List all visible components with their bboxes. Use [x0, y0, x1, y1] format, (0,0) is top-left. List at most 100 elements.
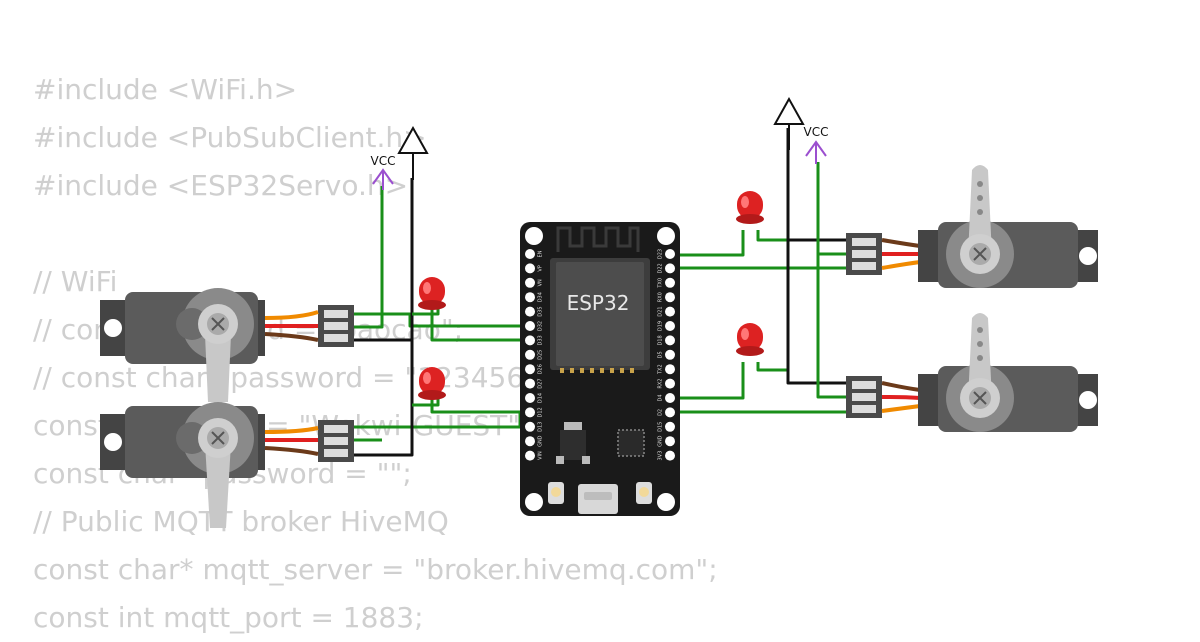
- wire-left-led2-gnd: [412, 398, 440, 407]
- pin-label-right-d5: D5: [658, 351, 664, 358]
- pin-hole-right-rx0[interactable]: [665, 292, 675, 303]
- vcc-label-left: VCC: [371, 154, 396, 168]
- pin-hole-left-vp[interactable]: [525, 263, 535, 274]
- pin-hole-right-d4[interactable]: [665, 393, 675, 403]
- servo-leads: [264, 238, 921, 456]
- servo-left-bottom[interactable]: [100, 402, 265, 528]
- led-left-top[interactable]: [418, 277, 446, 310]
- servo-left-top[interactable]: [100, 288, 265, 402]
- wire-right-led1: [670, 230, 745, 257]
- pin-hole-right-tx0[interactable]: [665, 277, 675, 288]
- pin-hole-right-d5[interactable]: [665, 349, 675, 360]
- code-line: const int mqtt_port = 1883;: [33, 601, 424, 634]
- pin-hole-right-d23[interactable]: [665, 249, 675, 259]
- code-line: #include <PubSubClient.h>: [33, 121, 427, 154]
- wire-right-servo2-vcc: [816, 254, 848, 399]
- pin-hole-right-d2[interactable]: [665, 407, 675, 418]
- pin-label-right-3v3: 3V3: [658, 451, 664, 461]
- pin-label-left-gnd: GND: [538, 435, 544, 447]
- vcc-label-right: VCC: [804, 125, 829, 139]
- pin-hole-left-d25[interactable]: [525, 349, 535, 360]
- pin-hole-right-d18[interactable]: [665, 335, 675, 346]
- pin-hole-left-vin[interactable]: [525, 450, 535, 461]
- right-pin-header: D23D22TX0RX0D21D19D18D5TX2RX2D4D2D15GND3…: [658, 249, 675, 461]
- power-symbol-left-gnd: [397, 125, 429, 180]
- pin-hole-left-d35[interactable]: [525, 306, 535, 317]
- servo-right-top[interactable]: [918, 165, 1098, 288]
- pin-hole-left-vn[interactable]: [525, 277, 535, 288]
- pin-label-left-d33: D33: [538, 335, 544, 345]
- pin-label-right-d15: D15: [658, 422, 664, 432]
- board-label: ESP32: [567, 291, 630, 315]
- wire-left-led1: [430, 306, 530, 342]
- pin-hole-right-d19[interactable]: [665, 321, 675, 331]
- code-line: #include <ESP32Servo.h>: [33, 169, 409, 202]
- pin-hole-left-en[interactable]: [525, 249, 535, 259]
- wire-right-led2-gnd: [756, 362, 788, 372]
- pin-hole-right-d15[interactable]: [665, 421, 675, 432]
- pin-label-right-d21: D21: [658, 306, 664, 316]
- pin-hole-left-d14[interactable]: [525, 393, 535, 403]
- pin-label-left-vp: VP: [538, 265, 544, 271]
- wire-right-led2: [670, 362, 745, 400]
- pin-label-left-d25: D25: [538, 350, 544, 360]
- pin-hole-right-d22[interactable]: [665, 263, 675, 274]
- code-line: // WiFi: [33, 265, 118, 298]
- connector-left-bottom: [318, 420, 354, 462]
- pin-label-left-d32: D32: [538, 321, 544, 331]
- pin-label-left-d35: D35: [538, 306, 544, 316]
- servo-right-bottom[interactable]: [918, 313, 1098, 432]
- pin-label-left-d12: D12: [538, 407, 544, 417]
- pin-label-right-rx0: RX0: [658, 292, 664, 302]
- wire-left-servo1-signal: [350, 312, 530, 328]
- pin-label-right-tx0: TX0: [658, 278, 664, 289]
- pin-hole-left-d13[interactable]: [525, 421, 535, 432]
- left-pin-header: ENVPVND34D35D32D33D25D26D27D14D12D13GNDV…: [525, 249, 544, 461]
- pin-hole-left-d33[interactable]: [525, 335, 535, 346]
- pin-hole-left-d32[interactable]: [525, 321, 535, 331]
- wire-left-servo2-gnd: [350, 340, 414, 457]
- esp32-board[interactable]: ESP32 ENVPVND34D35D32D33D25D26D27D14D12D…: [520, 222, 680, 516]
- pin-label-left-d14: D14: [538, 393, 544, 403]
- pin-hole-left-d12[interactable]: [525, 407, 535, 418]
- led-right-top[interactable]: [736, 191, 764, 224]
- pin-label-right-d19: D19: [658, 321, 664, 331]
- connector-right-top: [846, 233, 882, 275]
- wire-right-servo2-gnd: [786, 240, 848, 385]
- pin-hole-right-3v3[interactable]: [665, 450, 675, 461]
- wire-left-servo1-vcc: [350, 186, 384, 329]
- pin-hole-left-gnd[interactable]: [525, 436, 535, 447]
- pin-hole-left-d34[interactable]: [525, 292, 535, 303]
- pin-label-left-d13: D13: [538, 422, 544, 432]
- pin-hole-right-d21[interactable]: [665, 306, 675, 317]
- pin-label-left-en: EN: [538, 250, 544, 257]
- pin-label-left-d26: D26: [538, 364, 544, 374]
- wire-left-led2: [430, 398, 520, 414]
- vcc-symbol-right: VCC: [804, 125, 829, 164]
- wire-left-servo2-signal: [350, 410, 530, 429]
- wires: [350, 128, 848, 457]
- pin-label-left-vin: VIN: [538, 451, 544, 460]
- pin-hole-right-gnd[interactable]: [665, 436, 675, 447]
- pin-label-right-d23: D23: [658, 249, 664, 259]
- code-line: #include <WiFi.h>: [33, 73, 298, 106]
- power-symbol-right-gnd: [773, 96, 805, 150]
- pin-label-right-d4: D4: [658, 394, 664, 401]
- pin-label-right-tx2: TX2: [658, 364, 664, 375]
- wire-right-led1-gnd: [756, 230, 788, 242]
- pin-hole-left-d26[interactable]: [525, 364, 535, 375]
- pin-label-right-d18: D18: [658, 335, 664, 345]
- connector-right-bottom: [846, 376, 882, 418]
- pin-hole-left-d27[interactable]: [525, 378, 535, 389]
- vcc-symbol-left: VCC: [371, 154, 396, 190]
- pin-label-right-d22: D22: [658, 263, 664, 273]
- pin-label-right-d2: D2: [658, 409, 664, 416]
- led-left-bottom[interactable]: [418, 367, 446, 400]
- pin-hole-right-tx2[interactable]: [665, 364, 675, 375]
- connector-left-top: [318, 305, 354, 347]
- code-line: const char* mqtt_server = "broker.hivemq…: [33, 553, 718, 586]
- pin-hole-right-rx2[interactable]: [665, 378, 675, 389]
- pin-label-right-gnd: GND: [658, 435, 664, 447]
- led-right-bottom[interactable]: [736, 323, 764, 356]
